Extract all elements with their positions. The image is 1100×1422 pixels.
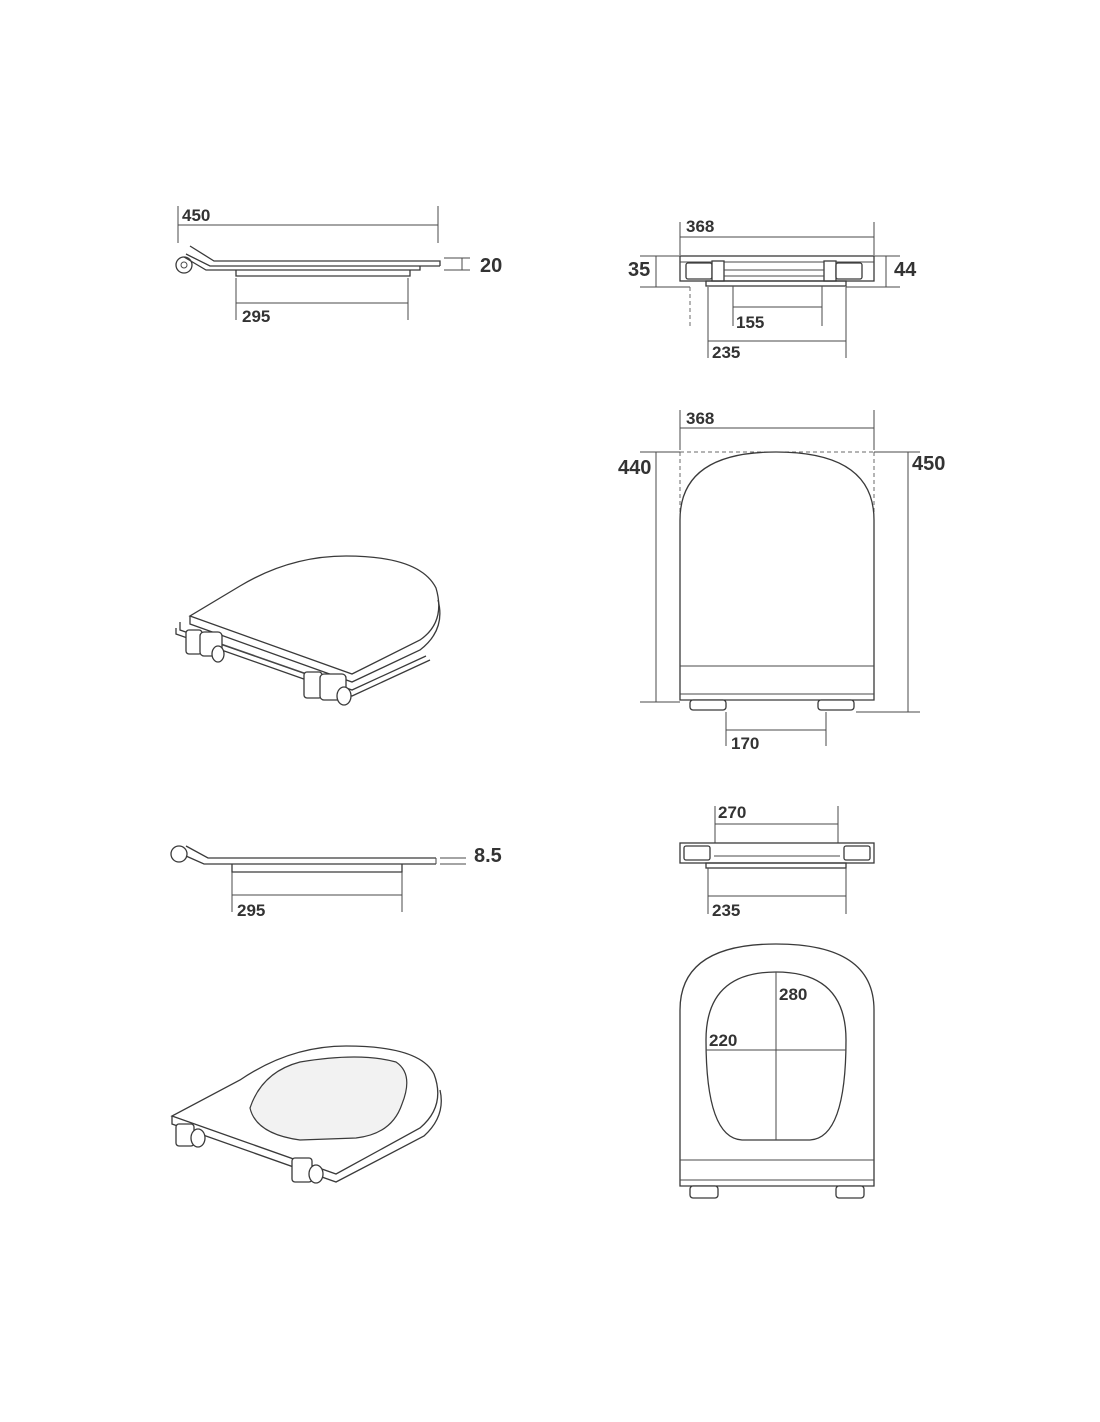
dim-rear-left-height: 35 <box>628 259 650 281</box>
dim-closed-thickness: 20 <box>480 255 502 277</box>
dim-rear-width: 368 <box>686 217 714 236</box>
dim-seat-opening-length: 280 <box>779 985 807 1004</box>
top-view: 368 440 450 170 <box>618 409 945 753</box>
dim-rear-inner: 155 <box>736 313 764 332</box>
dim-rear-right-height: 44 <box>894 259 917 281</box>
seat-top-view: 280 220 <box>679 943 875 1199</box>
dim-rear-base: 235 <box>712 343 740 362</box>
seat-isometric-view <box>170 1045 442 1184</box>
dim-seat-thickness: 8.5 <box>474 845 502 867</box>
closed-rear-view: 368 35 44 155 235 <box>628 217 917 362</box>
seat-rear-view: 270 235 <box>679 803 875 920</box>
dim-top-width: 368 <box>686 409 714 428</box>
dim-seat-opening-width: 220 <box>709 1031 737 1050</box>
dim-seat-bottom: 295 <box>237 901 265 920</box>
dim-top-hinge-spacing: 170 <box>731 734 759 753</box>
dim-closed-bottom: 295 <box>242 307 270 326</box>
dim-seat-base: 235 <box>712 901 740 920</box>
dim-top-left-length: 440 <box>618 457 651 479</box>
dim-closed-length: 450 <box>182 206 210 225</box>
dim-seat-opening: 270 <box>718 803 746 822</box>
dim-top-right-length: 450 <box>912 453 945 475</box>
seat-side-view: 8.5 295 <box>170 845 502 920</box>
closed-side-view: 450 20 295 <box>175 206 502 326</box>
closed-isometric-view <box>175 555 441 706</box>
